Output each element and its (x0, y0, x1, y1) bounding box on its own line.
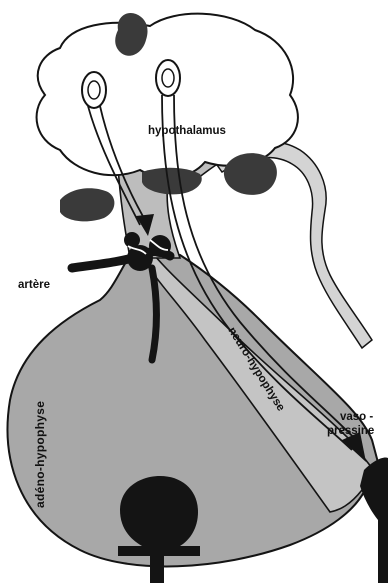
right-vessel (360, 458, 388, 583)
bottom-vessel (120, 476, 198, 546)
nucleus-left (60, 188, 114, 221)
label-vaso-line2: pressine (327, 425, 374, 437)
label-artere: artère (18, 279, 50, 291)
nucleus-right (224, 153, 277, 195)
label-hypothalamus: hypothalamus (148, 125, 226, 137)
label-adeno-hypophyse: adéno-hypophyse (33, 401, 47, 508)
label-vaso-line1: vaso - (340, 411, 373, 423)
